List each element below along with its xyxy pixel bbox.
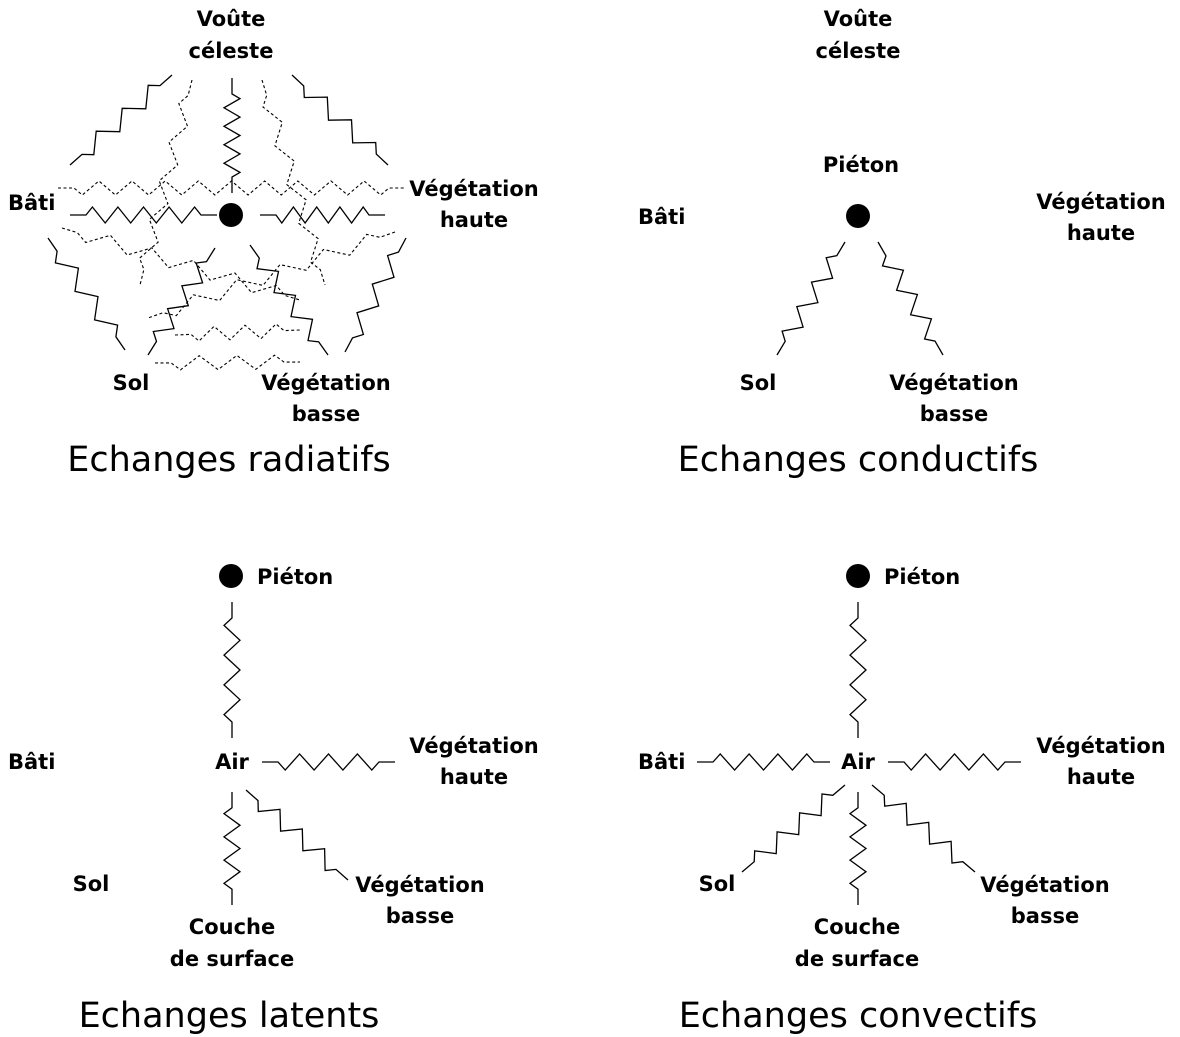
resistor-sky-sol-dashed: [138, 79, 193, 286]
resistor-air-sol: [741, 784, 846, 873]
panel-convectifs: Piéton Air Bâti Végétation haute Sol Vég…: [638, 564, 1166, 1036]
panel-title: Echanges radiatifs: [67, 440, 391, 480]
pedestrian-node: [219, 203, 243, 227]
panel-latents: Piéton Air Bâti Végétation haute Sol Vég…: [8, 564, 539, 1036]
resistor-air-veghaute: [262, 753, 395, 771]
label-voute-celeste: Voûte: [824, 7, 893, 31]
panel-conductifs: Voûte céleste Piéton Bâti Végétation hau…: [638, 7, 1166, 480]
label-pieton: Piéton: [884, 565, 960, 589]
resistor-air-vegbasse: [245, 789, 349, 881]
label-couche-surface-2: de surface: [795, 947, 919, 971]
label-bati: Bâti: [638, 205, 685, 229]
label-vegetation-haute-2: haute: [440, 765, 508, 789]
panel-radiatifs: Voûte céleste Bâti Végétation haute Sol …: [8, 7, 539, 480]
resistor-air-couche: [222, 792, 242, 905]
convectifs-links: [697, 602, 1021, 905]
label-sol: Sol: [699, 872, 736, 896]
resistor-veghaute-sol-dashed: [147, 231, 396, 319]
resistor-air-pedestrian: [849, 602, 867, 738]
pedestrian-node: [846, 564, 870, 588]
panel-title: Echanges latents: [79, 996, 380, 1036]
resistor-sol-vegbasse-dashed: [154, 354, 301, 371]
label-vegetation-basse: Végétation: [261, 371, 390, 395]
label-couche-surface: Couche: [189, 915, 275, 939]
resistor-bati-veghaute-dashed: [58, 180, 405, 196]
resistor-air-bati: [697, 753, 830, 771]
label-bati: Bâti: [8, 191, 55, 215]
resistor-pedestrian-sol: [147, 247, 216, 356]
label-voute-celeste: Voûte: [197, 7, 266, 31]
label-vegetation-basse: Végétation: [980, 873, 1109, 897]
resistor-pedestrian-sol: [776, 241, 846, 356]
panel-title: Echanges convectifs: [679, 996, 1038, 1036]
label-vegetation-basse-2: basse: [1011, 904, 1079, 928]
label-vegetation-basse: Végétation: [889, 371, 1018, 395]
label-voute-celeste-2: céleste: [189, 39, 274, 63]
label-pieton: Piéton: [257, 565, 333, 589]
label-sol: Sol: [113, 371, 150, 395]
label-vegetation-haute-2: haute: [440, 208, 508, 232]
resistor-pedestrian-bati: [70, 205, 217, 225]
resistor-air-couche: [848, 792, 868, 905]
latents-links: [222, 602, 395, 905]
label-vegetation-haute: Végétation: [1036, 734, 1165, 758]
label-vegetation-haute: Végétation: [1036, 190, 1165, 214]
label-vegetation-basse: Végétation: [355, 873, 484, 897]
label-vegetation-haute-2: haute: [1067, 765, 1135, 789]
label-vegetation-haute: Végétation: [409, 177, 538, 201]
resistor-air-pedestrian: [223, 602, 241, 738]
label-sol: Sol: [73, 872, 110, 896]
label-bati: Bâti: [638, 750, 685, 774]
pedestrian-node: [219, 564, 243, 588]
resistor-air-veghaute: [888, 753, 1021, 771]
label-couche-surface-2: de surface: [170, 947, 294, 971]
resistor-sol-vegbasse-dashed-2: [174, 323, 301, 342]
label-bati: Bâti: [8, 750, 55, 774]
label-sol: Sol: [740, 371, 777, 395]
resistor-bati-sol: [47, 237, 126, 351]
resistor-sky-vegbasse-dashed: [261, 79, 326, 286]
resistor-sky-bati: [69, 74, 173, 166]
label-vegetation-haute-2: haute: [1067, 221, 1135, 245]
label-air: Air: [841, 750, 875, 774]
resistor-bati-vegbasse-dashed: [61, 227, 301, 301]
label-voute-celeste-2: céleste: [816, 39, 901, 63]
pedestrian-node: [846, 204, 870, 228]
label-air: Air: [215, 750, 249, 774]
resistor-pedestrian-vegbasse: [877, 241, 944, 356]
resistor-sky-veghaute: [291, 74, 389, 166]
label-vegetation-basse-2: basse: [920, 402, 988, 426]
label-couche-surface: Couche: [814, 915, 900, 939]
panel-title: Echanges conductifs: [678, 440, 1039, 480]
resistor-veghaute-vegbasse: [344, 237, 407, 353]
label-vegetation-haute: Végétation: [409, 734, 538, 758]
label-vegetation-basse-2: basse: [386, 904, 454, 928]
resistor-air-vegbasse: [871, 784, 976, 873]
resistor-pedestrian-vegbasse: [249, 244, 329, 356]
resistor-pedestrian-veghaute: [260, 205, 385, 225]
conductifs-links: [776, 241, 944, 356]
label-pieton: Piéton: [823, 153, 899, 177]
label-vegetation-basse-2: basse: [292, 402, 360, 426]
resistor-pedestrian-sky: [222, 78, 242, 193]
radiatifs-links: [47, 74, 407, 371]
